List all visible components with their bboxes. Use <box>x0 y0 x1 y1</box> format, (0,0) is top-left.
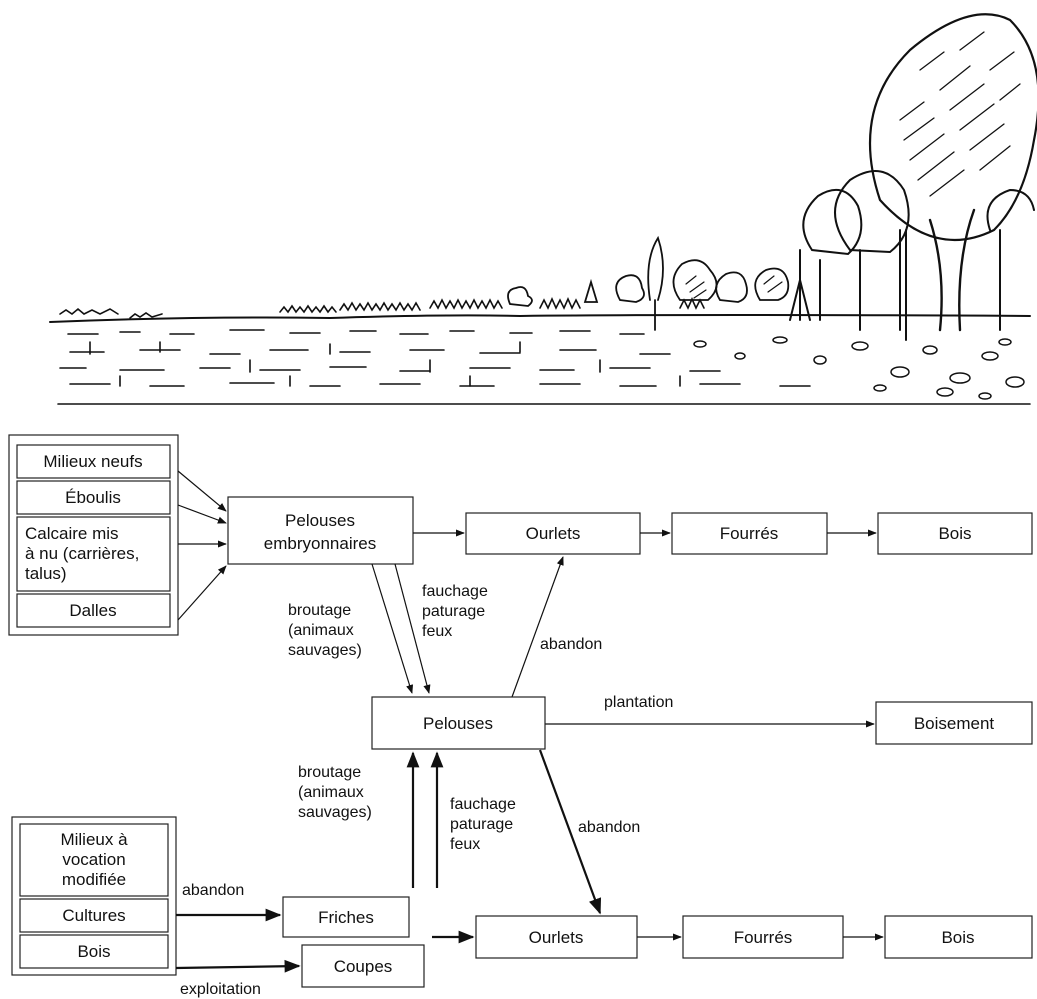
label-broutage-bottom-1: broutage <box>298 764 361 781</box>
node-pelouses-embryonnaires-label-2: embryonnaires <box>264 534 376 553</box>
label-fauchage-top-1: fauchage <box>422 583 488 600</box>
node-friches-label: Friches <box>318 908 374 927</box>
node-milieux-vocation: Milieux à vocation modifiée <box>19 823 169 897</box>
grass-tufts <box>59 297 705 319</box>
edge-pelouses-to-ourlets-top <box>511 556 564 698</box>
edge-milieux-neufs-to-pelouses-embryonnaires <box>177 470 227 512</box>
label-fauchage-bottom-3: feux <box>450 836 480 853</box>
landscape-illustration <box>49 13 1037 405</box>
edge-bois-to-coupes <box>175 959 301 973</box>
node-ourlets-top-label: Ourlets <box>526 524 581 543</box>
label-broutage-top-3: sauvages) <box>288 642 362 659</box>
shrub-hatching <box>685 275 783 299</box>
node-ourlets-bottom: Ourlets <box>475 915 638 959</box>
node-calcaire-label-2: à nu (carrières, <box>25 544 139 563</box>
node-bois-left: Bois <box>19 934 169 969</box>
bottom-edge-labels: broutage (animaux sauvages) fauchage pat… <box>180 764 640 998</box>
node-bois-top: Bois <box>877 512 1033 555</box>
top-edge-labels: broutage (animaux sauvages) fauchage pat… <box>288 583 673 711</box>
label-abandon-left: abandon <box>182 882 244 899</box>
node-eboulis-label: Éboulis <box>65 488 121 507</box>
node-pelouses-label: Pelouses <box>423 714 493 733</box>
node-calcaire-label-1: Calcaire mis <box>25 524 119 543</box>
label-fauchage-bottom-1: fauchage <box>450 796 516 813</box>
node-pelouses: Pelouses <box>371 696 546 750</box>
label-broutage-bottom-3: sauvages) <box>298 804 372 821</box>
node-milieux-vocation-label-1: Milieux à <box>60 830 128 849</box>
limestone-strata <box>59 329 811 387</box>
edge-pelouses-to-ourlets-bottom <box>538 749 602 915</box>
node-bois-top-label: Bois <box>938 524 971 543</box>
node-dalles: Dalles <box>16 593 171 628</box>
node-fourres-bottom: Fourrés <box>682 915 844 959</box>
label-broutage-bottom-2: (animaux <box>298 784 364 801</box>
node-milieux-neufs-label: Milieux neufs <box>43 452 142 471</box>
small-shrubs <box>507 235 790 331</box>
label-exploitation: exploitation <box>180 981 261 998</box>
ground-line <box>49 314 1031 323</box>
node-milieux-vocation-label-2: vocation <box>62 850 125 869</box>
node-calcaire-label-3: talus) <box>25 564 67 583</box>
edge-eboulis-to-pelouses-embryonnaires <box>177 504 227 524</box>
node-ourlets-top: Ourlets <box>465 512 641 555</box>
edge-tree <box>986 188 1035 331</box>
node-fourres-top-label: Fourrés <box>720 524 779 543</box>
label-fauchage-top-3: feux <box>422 623 452 640</box>
large-tree <box>868 13 1037 332</box>
node-bois-bottom-label: Bois <box>941 928 974 947</box>
node-milieux-vocation-label-3: modifiée <box>62 870 126 889</box>
top-edges <box>177 470 877 728</box>
label-broutage-top-2: (animaux <box>288 622 354 639</box>
node-coupes-label: Coupes <box>334 957 393 976</box>
node-cultures: Cultures <box>19 898 169 933</box>
node-fourres-top: Fourrés <box>671 512 828 555</box>
node-friches: Friches <box>282 896 410 938</box>
node-milieux-neufs: Milieux neufs <box>16 444 171 479</box>
label-fauchage-bottom-2: paturage <box>450 816 513 833</box>
node-ourlets-bottom-label: Ourlets <box>529 928 584 947</box>
node-bois-bottom: Bois <box>884 915 1033 959</box>
bottom-source-group-frame <box>11 816 177 976</box>
label-broutage-top-1: broutage <box>288 602 351 619</box>
node-coupes: Coupes <box>301 944 425 988</box>
edge-pelouses-embryonnaires-to-pelouses-2 <box>394 563 431 694</box>
node-calcaire: Calcaire mis à nu (carrières, talus) <box>16 516 171 592</box>
label-plantation: plantation <box>604 694 673 711</box>
node-dalles-label: Dalles <box>69 601 116 620</box>
node-boisement-label: Boisement <box>914 714 995 733</box>
top-source-group-frame <box>8 434 179 636</box>
edge-dalles-to-pelouses-embryonnaires <box>177 565 227 621</box>
scree-pebbles <box>693 336 1025 400</box>
medium-trees <box>789 170 910 341</box>
node-pelouses-embryonnaires: Pelouses embryonnaires <box>227 496 414 565</box>
node-eboulis: Éboulis <box>16 480 171 515</box>
label-fauchage-top-2: paturage <box>422 603 485 620</box>
bottom-edges <box>175 749 884 973</box>
label-abandon-right: abandon <box>578 819 640 836</box>
node-cultures-label: Cultures <box>62 906 125 925</box>
label-abandon-top: abandon <box>540 636 602 653</box>
edge-pelouses-embryonnaires-to-pelouses <box>371 563 414 694</box>
node-bois-left-label: Bois <box>77 942 110 961</box>
node-pelouses-embryonnaires-label-1: Pelouses <box>285 511 355 530</box>
node-fourres-bottom-label: Fourrés <box>734 928 793 947</box>
node-boisement: Boisement <box>875 701 1033 745</box>
